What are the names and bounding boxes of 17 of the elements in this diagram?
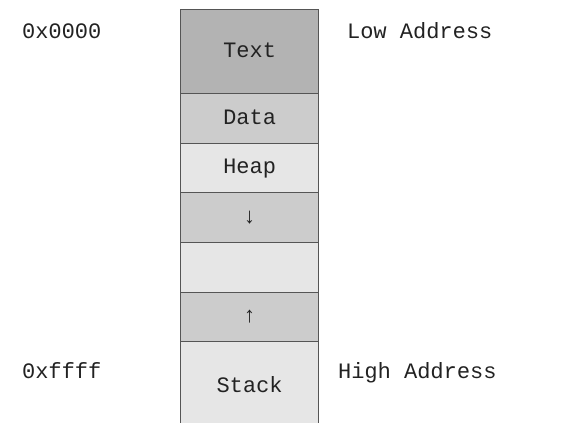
address-label: 0xffff: [22, 362, 102, 384]
segment-label: Text: [223, 40, 276, 62]
memory-segment: [180, 143, 319, 193]
memory-segment: [180, 292, 319, 342]
segment-label: ↑: [242, 306, 256, 328]
memory-segment: [180, 192, 319, 243]
segment-label: Stack: [216, 376, 282, 398]
segment-label: ↓: [242, 206, 256, 228]
empty-memory-segment: [180, 242, 319, 293]
segment-label: Heap: [223, 157, 276, 179]
address-label: Low Address: [347, 22, 492, 44]
segment-label: Data: [223, 108, 276, 130]
address-label: 0x0000: [22, 22, 102, 44]
address-label: High Address: [338, 362, 496, 384]
memory-segment: [180, 9, 319, 94]
memory-segment: [180, 341, 319, 423]
memory-segment: [180, 93, 319, 144]
